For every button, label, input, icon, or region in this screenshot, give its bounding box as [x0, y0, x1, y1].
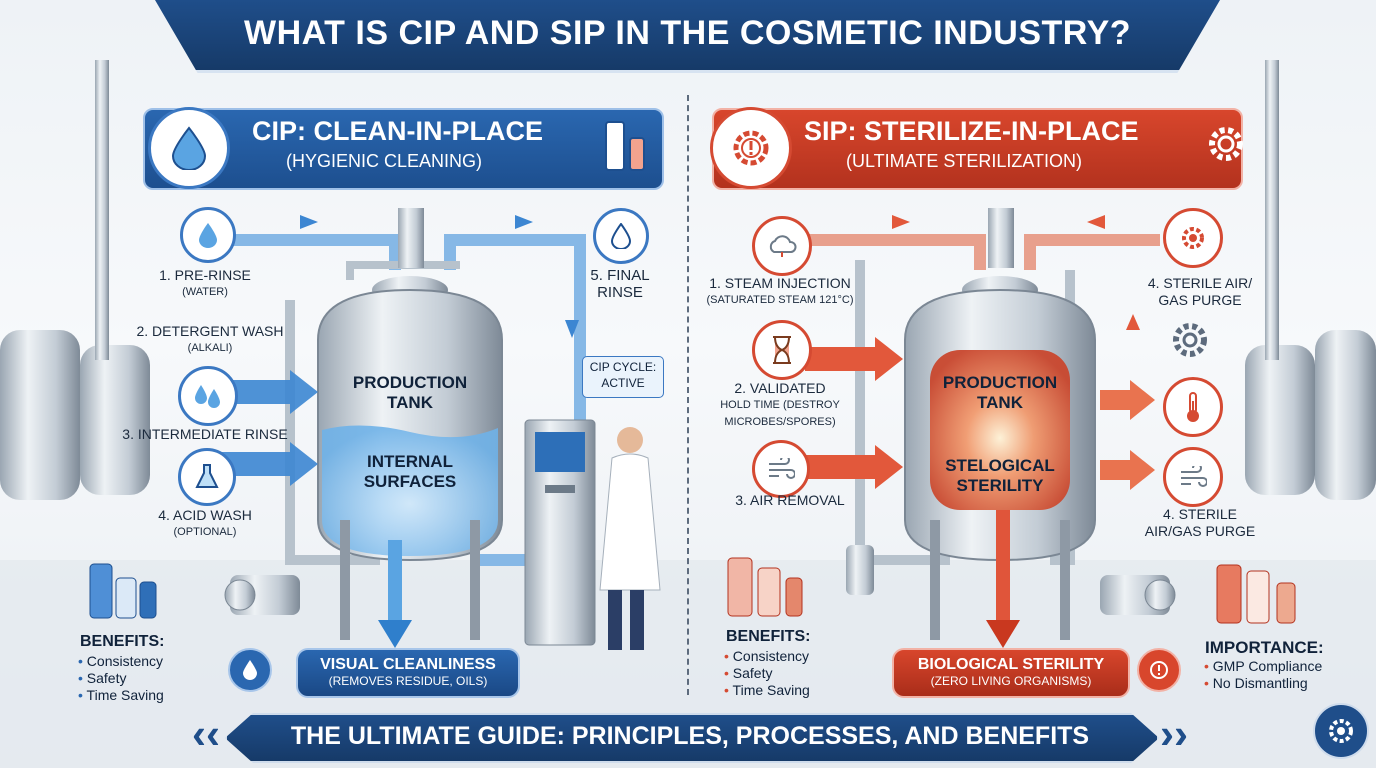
cip-result-pill: VISUAL CLEANLINESS (REMOVES RESIDUE, OIL… [296, 648, 520, 698]
importance-bottles [1216, 564, 1296, 624]
sip-step-3: 3. AIR REMOVAL [735, 492, 845, 508]
cip-status-callout: CIP CYCLE:ACTIVE [582, 356, 664, 398]
thermometer-icon [1163, 377, 1223, 437]
detergent-drops-icon [178, 366, 238, 426]
gear-icon [1209, 127, 1243, 161]
alert-gear-icon [710, 107, 792, 189]
hourglass-icon [752, 320, 812, 380]
acid-flask-icon [178, 448, 236, 506]
page-title: WHAT IS CIP AND SIP IN THE COSMETIC INDU… [243, 14, 1132, 52]
title-banner [155, 0, 1220, 73]
pre-rinse-drop-icon [180, 207, 236, 263]
importance-list: GMP Compliance No Dismantling [1204, 658, 1322, 692]
sip-title: SIP: STERILIZE-IN-PLACE [804, 116, 1139, 146]
cip-step-2: 2. DETERGENT WASH(ALKALI) [136, 323, 284, 354]
sip-header [712, 108, 1243, 190]
footer-banner [225, 713, 1159, 763]
center-divider [687, 95, 689, 695]
sip-benefits-title: BENEFITS: [726, 628, 811, 645]
cip-cosmetic-bottles [89, 563, 157, 619]
cip-title: CIP: CLEAN-IN-PLACE [252, 116, 543, 146]
alert-badge-icon [1137, 648, 1181, 692]
gear-cycle-icon [1163, 208, 1223, 268]
sip-step-4a: 4. STERILE AIR/GAS PURGE [1147, 275, 1253, 308]
cip-step-4: 4. ACID WASH(OPTIONAL) [158, 507, 252, 538]
footer-title: THE ULTIMATE GUIDE: PRINCIPLES, PROCESSE… [290, 722, 1090, 750]
settings-gear-icon [1173, 323, 1207, 357]
air-purge-icon [1163, 447, 1223, 507]
cip-benefits-title: BENEFITS: [80, 633, 165, 650]
right-chevron-icon: ›› [1160, 710, 1188, 757]
left-chevron-icon: ‹‹ [192, 710, 220, 757]
cip-subtitle: (HYGIENIC CLEANING) [286, 151, 483, 171]
steam-cloud-icon [752, 216, 812, 276]
air-wind-icon [752, 440, 810, 498]
corner-gear-badge-icon [1313, 703, 1369, 759]
sip-subtitle: (ULTIMATE STERILIZATION) [846, 151, 1083, 171]
cip-step-3: 3. INTERMEDIATE RINSE [122, 426, 288, 442]
sip-result-pill: BIOLOGICAL STERILITY (ZERO LIVING ORGANI… [892, 648, 1130, 698]
cosmetic-bottles-icon [605, 121, 645, 171]
water-drop-icon [148, 107, 230, 189]
sip-benefits-list: Consistency Safety Time Saving [724, 648, 810, 699]
final-rinse-drop-icon [593, 208, 649, 264]
cip-benefits-list: Consistency Safety Time Saving [78, 653, 164, 704]
importance-title: IMPORTANCE: [1205, 638, 1324, 657]
cip-step-1: 1. PRE-RINSE(WATER) [159, 267, 251, 298]
sparkle-drop-icon [228, 648, 272, 692]
sip-cosmetic-bottles [727, 557, 803, 617]
sip-step-1: 1. STEAM INJECTION(SATURATED STEAM 121°C… [706, 275, 854, 306]
